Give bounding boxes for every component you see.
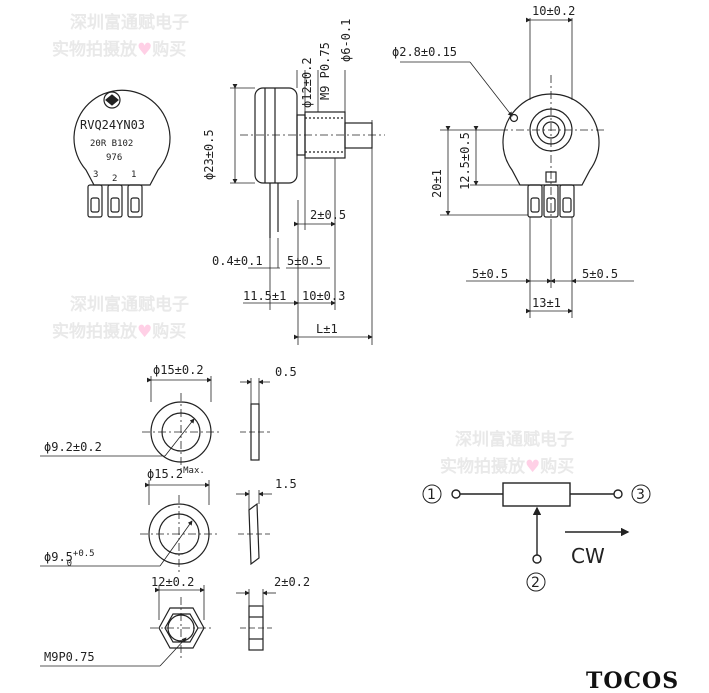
schematic	[451, 482, 630, 564]
svg-text:2: 2	[531, 575, 540, 591]
dim-shaft-len: L±1	[316, 322, 338, 336]
svg-text:3: 3	[636, 487, 645, 503]
washer1-od: ϕ15±0.2	[153, 363, 204, 377]
nut-thread: M9P0.75	[44, 650, 95, 664]
pin-3-marker: 3	[631, 484, 651, 504]
pin-2-marker: 2	[526, 572, 546, 592]
dim-shaft-tip: ϕ6-0.1	[339, 19, 353, 62]
dim-pitch-left: 5±0.5	[472, 267, 508, 281]
dim-pitch-right: 5±0.5	[582, 267, 618, 281]
dim-shaft-dia: ϕ12±0.2	[300, 57, 314, 108]
watermark-middle: 深圳富通赋电子 实物拍摄放♥购买	[52, 294, 189, 342]
dim-bushing-len: 10±0.3	[302, 289, 345, 303]
dim-thread: M9 P0.75	[318, 42, 332, 100]
svg-text:深圳富通赋电子: 深圳富通赋电子	[455, 429, 574, 450]
cw-label: CW	[571, 544, 605, 568]
side-view	[230, 70, 385, 345]
dim-height2: 12.5±0.5	[458, 132, 472, 190]
nut	[40, 585, 276, 667]
svg-text:深圳富通赋电子: 深圳富通赋电子	[70, 294, 189, 315]
label-code: 976	[106, 153, 122, 163]
dim-flange-gap: 0.4±0.1	[212, 254, 263, 268]
nut-thick: 2±0.2	[274, 575, 310, 589]
washer2-od: ϕ15.2Max.	[147, 466, 205, 481]
watermark-top: 深圳富通赋电子 实物拍摄放♥购买	[52, 12, 189, 60]
label-rating: 20R B102	[90, 139, 133, 149]
dim-hole: ϕ2.8±0.15	[392, 45, 457, 59]
dim-width: 10±0.2	[532, 4, 575, 18]
washer1-thick: 0.5	[275, 365, 297, 379]
nut-width: 12±0.2	[151, 575, 194, 589]
washer2	[40, 480, 272, 573]
dim-step: 2±0.5	[310, 208, 346, 222]
label-model: RVQ24YN03	[80, 118, 145, 132]
pin-1-marker: 1	[422, 484, 442, 504]
back-view	[400, 17, 634, 318]
svg-text:实物拍摄放♥购买: 实物拍摄放♥购买	[440, 456, 574, 477]
watermark-right: 深圳富通赋电子 实物拍摄放♥购买	[440, 429, 574, 477]
dim-span: 13±1	[532, 296, 561, 310]
pin-label-2: 2	[112, 174, 117, 184]
dim-height1: 20±1	[430, 169, 444, 198]
washer2-thick: 1.5	[275, 477, 297, 491]
dim-body-len: 11.5±1	[243, 289, 286, 303]
svg-text:实物拍摄放♥购买: 实物拍摄放♥购买	[52, 321, 186, 342]
pin-label-1: 1	[131, 170, 136, 180]
dim-body-dia: ϕ23±0.5	[202, 129, 216, 180]
washer1	[40, 376, 270, 471]
front-view	[73, 89, 171, 218]
svg-text:实物拍摄放♥购买: 实物拍摄放♥购买	[52, 39, 186, 60]
svg-text:深圳富通赋电子: 深圳富通赋电子	[70, 12, 189, 33]
svg-text:1: 1	[427, 487, 436, 503]
washer1-id: ϕ9.2±0.2	[44, 440, 102, 454]
pin-label-3: 3	[93, 170, 98, 180]
dim-pin-off: 5±0.5	[287, 254, 323, 268]
brand-logo: TOCOS	[586, 668, 679, 693]
